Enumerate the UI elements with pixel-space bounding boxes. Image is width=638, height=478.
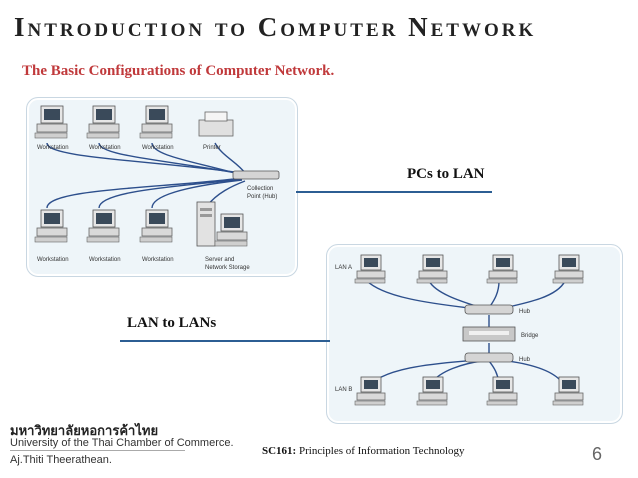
workstation-icon [34, 209, 68, 243]
slide-subtitle: The Basic Configurations of Computer Net… [22, 63, 335, 79]
printer-label: Printer [203, 145, 221, 151]
hub-label: Hub [519, 309, 531, 315]
university-name-thai: มหาวิทยาลัยหอการค้าไทย [10, 424, 159, 439]
workstation-icon [139, 209, 173, 243]
hub-label: Hub [519, 357, 531, 363]
pcs-to-lan-diagram: Workstation Workstation Workstation Prin… [26, 97, 298, 277]
collection-point-label: Collection [247, 186, 273, 192]
slide-title: Introduction to Computer Network [14, 12, 537, 42]
university-name-english: University of the Thai Chamber of Commer… [10, 437, 234, 449]
pcs-to-lan-rule [296, 191, 492, 193]
workstation-icon [416, 376, 448, 406]
hub-icon [464, 304, 514, 315]
page-number: 6 [592, 444, 603, 464]
hub-icon [232, 170, 280, 180]
author-name: Aj.Thiti Theerathean. [10, 454, 112, 466]
server-icon [196, 201, 248, 247]
lan-b-label: LAN B [335, 387, 352, 393]
workstation-label: Workstation [89, 145, 121, 151]
workstation-label: Workstation [142, 145, 174, 151]
workstation-label: Workstation [37, 145, 69, 151]
server-label: Network Storage [205, 265, 250, 271]
workstation-icon [486, 254, 518, 284]
bridge-label: Bridge [521, 333, 539, 339]
course-label: SC161: Principles of Information Technol… [262, 445, 465, 457]
workstation-label: Workstation [37, 257, 69, 263]
workstation-icon [354, 254, 386, 284]
lan-to-lans-rule [120, 340, 330, 342]
course-code: SC161: [262, 445, 297, 457]
lan-to-lans-svg: LAN A Hub Bridge Hub LAN B [335, 254, 584, 406]
workstation-icon [86, 209, 120, 243]
hub-icon [464, 352, 514, 363]
printer-icon [198, 111, 234, 137]
workstation-icon [34, 105, 68, 139]
lan-to-lans-diagram: LAN A Hub Bridge Hub LAN B [326, 244, 623, 424]
pcs-to-lan-label: PCs to LAN [407, 166, 485, 182]
workstation-label: Workstation [89, 257, 121, 263]
pcs-to-lan-svg: Workstation Workstation Workstation Prin… [34, 105, 280, 271]
lan-to-lans-label: LAN to LANs [127, 315, 217, 331]
workstation-icon [486, 376, 518, 406]
workstation-icon [139, 105, 173, 139]
course-name: Principles of Information Technology [296, 445, 465, 457]
workstation-icon [552, 376, 584, 406]
lan-a-label: LAN A [335, 265, 352, 271]
collection-point-label: Point (Hub) [247, 194, 277, 200]
server-label: Server and [205, 257, 234, 263]
bridge-icon [462, 326, 516, 342]
workstation-icon [416, 254, 448, 284]
workstation-icon [354, 376, 386, 406]
footer-divider [10, 450, 185, 451]
workstation-icon [86, 105, 120, 139]
workstation-icon [552, 254, 584, 284]
workstation-label: Workstation [142, 257, 174, 263]
